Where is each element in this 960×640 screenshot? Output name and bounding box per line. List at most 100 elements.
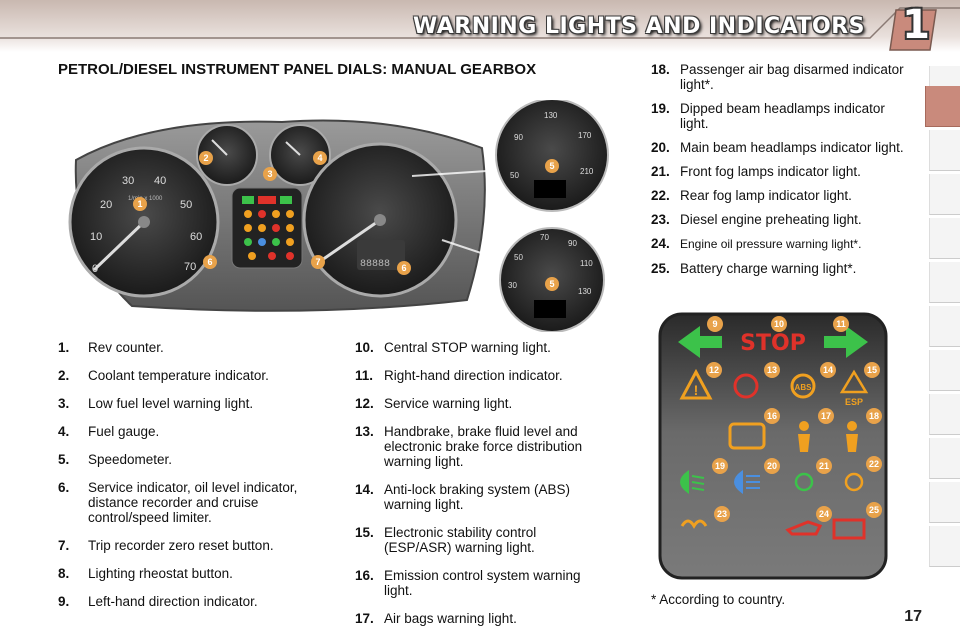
item-number: 15. <box>355 525 374 540</box>
battery-icon <box>832 518 866 540</box>
item-text: Front fog lamps indicator light. <box>680 164 861 179</box>
item-text: Anti-lock braking system (ABS) warning l… <box>384 482 571 512</box>
item-text: Rear fog lamp indicator light. <box>680 188 852 203</box>
list-item: 22. Rear fog lamp indicator light. <box>651 188 911 203</box>
callout-15: 15 <box>867 365 877 375</box>
tick-label: 50 <box>510 171 519 180</box>
item-text: Central STOP warning light. <box>384 340 551 355</box>
item-text: Main beam headlamps indicator light. <box>680 140 904 155</box>
preheating-icon <box>680 519 708 529</box>
callout-24: 24 <box>819 509 829 519</box>
footnote: * According to country. <box>651 592 786 607</box>
list-item: 17.Air bags warning light. <box>355 611 605 626</box>
list-item: 11. Right-hand direction indicator. <box>355 368 605 383</box>
item-number: 3. <box>58 396 70 411</box>
list-item: 7.Trip recorder zero reset button. <box>58 538 318 553</box>
chapter-badge-shape <box>889 9 937 51</box>
list-item: 18.Passenger air bag disarmed indicator … <box>651 62 911 92</box>
callout-25: 25 <box>869 505 879 515</box>
item-text: Left-hand direction indicator. <box>88 594 258 609</box>
chapter-tab[interactable] <box>929 306 960 347</box>
item-number: 21. <box>651 164 670 179</box>
item-text: Rev counter. <box>88 340 164 355</box>
chapter-tab[interactable] <box>929 218 960 259</box>
callout-6: 6 <box>207 257 212 267</box>
central-warning-panel <box>231 187 303 269</box>
chapter-tab[interactable] <box>929 438 960 479</box>
rear-fog-icon <box>844 472 864 492</box>
speedo-display <box>357 240 405 270</box>
item-text: Emission control system warning light. <box>384 568 581 598</box>
list-item: 23.Diesel engine preheating light. <box>651 212 911 227</box>
item-text: Handbrake, brake fluid level and electro… <box>384 424 583 469</box>
speedo-zoom-bottom-ticks: 30 50 70 90 110 130 <box>508 233 593 296</box>
list-item: 21. Front fog lamps indicator light. <box>651 164 911 179</box>
legend-list-3: 18.Passenger air bag disarmed indicator … <box>651 62 911 285</box>
list-item: 10.Central STOP warning light. <box>355 340 605 355</box>
side-tab-strip <box>925 66 960 576</box>
rev-tick-label: 40 <box>154 175 166 187</box>
item-number: 14. <box>355 482 374 497</box>
item-number: 6. <box>58 480 70 495</box>
chapter-tab[interactable] <box>929 482 960 523</box>
list-item: 3.Low fuel level warning light. <box>58 396 318 411</box>
chapter-tab[interactable] <box>929 262 960 303</box>
tick-label: 170 <box>578 131 592 140</box>
legend-list-1: 1.Rev counter. 2.Coolant temperature ind… <box>58 340 318 622</box>
passenger-airbag-icon <box>847 421 857 431</box>
list-item: 13.Handbrake, brake fluid level and elec… <box>355 424 605 469</box>
chapter-tab-active[interactable] <box>925 86 960 127</box>
page-title: WARNING LIGHTS AND INDICATORS <box>412 14 865 39</box>
item-number: 24. <box>651 236 670 251</box>
tick-label: 30 <box>508 281 517 290</box>
item-number: 5. <box>58 452 70 467</box>
chapter-tab[interactable] <box>929 174 960 215</box>
callout-23: 23 <box>717 509 727 519</box>
item-text: Engine oil pressure warning light*. <box>680 237 862 251</box>
display-digits: 88888 <box>360 259 390 270</box>
item-text: Right-hand direction indicator. <box>384 368 563 383</box>
rev-tick-label: 10 <box>90 231 102 243</box>
chapter-tab[interactable] <box>929 350 960 391</box>
dash-callouts: 1 2 3 4 6 7 6 5 5 <box>133 151 559 291</box>
tick-label: 110 <box>580 259 593 268</box>
callout-2: 2 <box>203 153 208 163</box>
list-item: 8.Lighting rheostat button. <box>58 566 318 581</box>
front-fog-icon <box>794 472 814 492</box>
list-item: 1. Rev counter. <box>58 340 318 355</box>
item-number: 19. <box>651 101 670 116</box>
central-warning-lamps <box>242 196 294 260</box>
main-beam-icon <box>734 470 743 494</box>
item-number: 18. <box>651 62 670 77</box>
callout-17: 17 <box>821 411 831 421</box>
item-number: 8. <box>58 566 70 581</box>
item-number: 22. <box>651 188 670 203</box>
callout-11: 11 <box>836 319 846 329</box>
rev-tick-label: 50 <box>180 199 192 211</box>
service-warning-icon <box>679 368 713 400</box>
callout-19: 19 <box>715 461 725 471</box>
callout-9: 9 <box>712 319 717 329</box>
zoom-display <box>534 300 566 318</box>
dipped-beam-icon <box>680 470 689 494</box>
needle-hub <box>138 216 150 228</box>
chapter-number: 1 <box>902 2 930 48</box>
chapter-tab[interactable] <box>929 526 960 567</box>
zoom-display <box>534 180 566 198</box>
item-number: 20. <box>651 140 670 155</box>
list-item: 9.Left-hand direction indicator. <box>58 594 318 609</box>
chapter-tab[interactable] <box>929 130 960 171</box>
rev-needle <box>92 220 146 272</box>
callout-1: 1 <box>137 199 142 209</box>
item-number: 1. <box>58 340 70 355</box>
rev-tick-label: 30 <box>122 175 134 187</box>
list-item: 4.Fuel gauge. <box>58 424 318 439</box>
oil-pressure-icon <box>785 520 823 536</box>
item-text: Service warning light. <box>384 396 513 411</box>
item-number: 11. <box>355 368 374 383</box>
left-arrow-icon <box>678 326 722 358</box>
callout-13: 13 <box>767 365 777 375</box>
chapter-tab[interactable] <box>929 394 960 435</box>
needle-hub <box>374 214 386 226</box>
instrument-panel-illustration: 0 10 20 30 40 50 60 70 1/min x 1000 8888… <box>68 100 609 332</box>
